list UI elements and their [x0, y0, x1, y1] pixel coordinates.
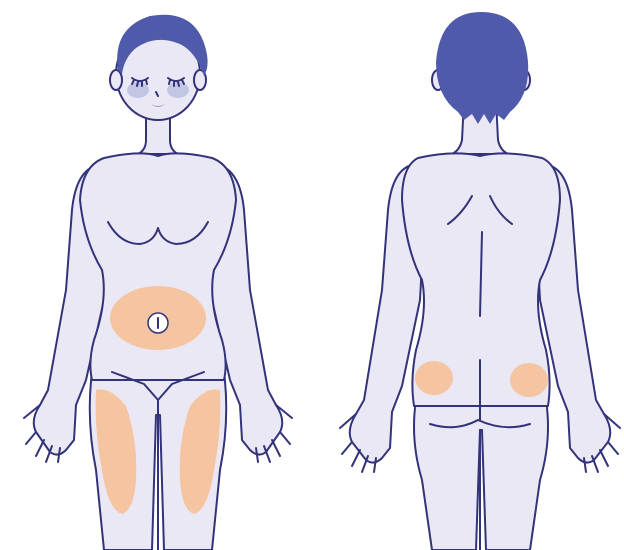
front-left-ear — [110, 70, 122, 90]
front-figure — [24, 15, 292, 550]
back-figure — [340, 12, 620, 550]
back-left-buttock-zone — [415, 361, 453, 395]
back-right-buttock-zone — [510, 363, 548, 397]
back-hair — [436, 12, 528, 124]
